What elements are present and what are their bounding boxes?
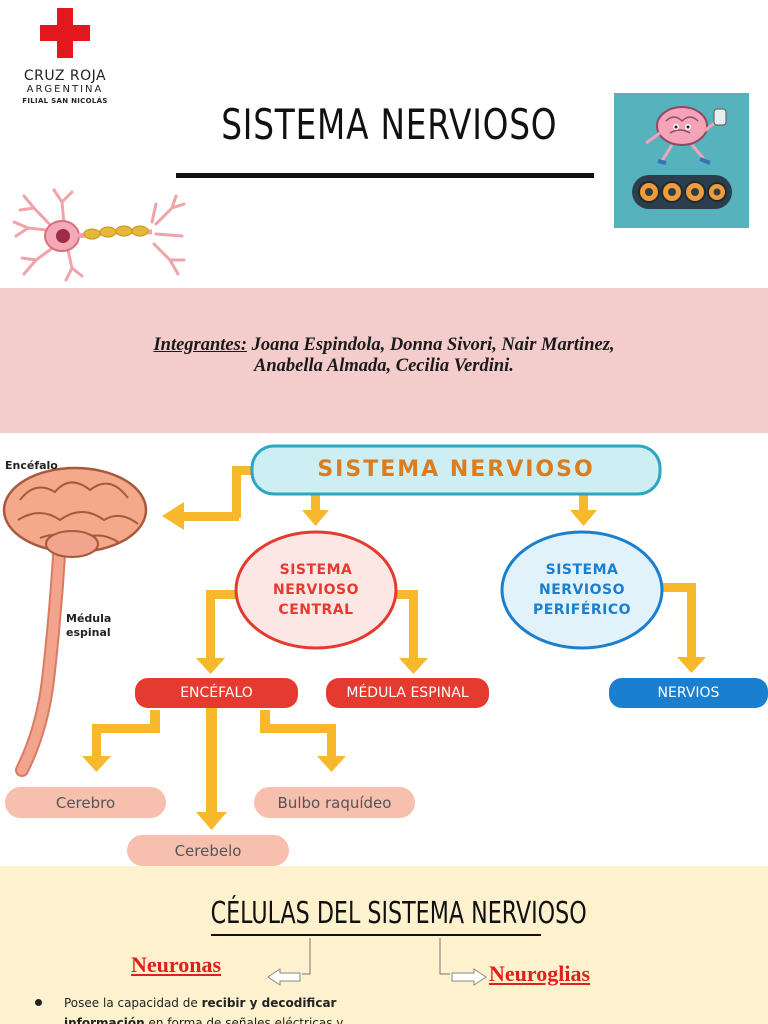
cells-title: CÉLULAS DEL SISTEMA NERVIOSO: [210, 896, 587, 931]
bullet-dot: [35, 999, 42, 1006]
bullet-text-2: en forma de señales eléctricas y: [144, 1016, 344, 1024]
central-line-2: NERVIOSO: [273, 582, 359, 598]
cells-connectors: [267, 938, 487, 986]
red-cross-icon: [40, 8, 90, 58]
members-label: Integrantes:: [153, 335, 247, 355]
nervios-pill: NERVIOS: [609, 678, 768, 708]
neuron-illustration: [12, 188, 186, 282]
members-text: Integrantes: Joana Espindola, Donna Sivo…: [30, 335, 738, 377]
peripheral-nervous-system-label: SISTEMA NERVIOSO PERIFÉRICO: [502, 560, 662, 620]
logo-line-2: ARGENTINA: [26, 84, 104, 95]
neuroglias-heading: Neuroglias: [489, 961, 591, 986]
cerebro-pill: Cerebro: [5, 787, 166, 818]
bullet-bold-1: recibir y decodificar: [201, 996, 337, 1010]
cerebelo-pill: Cerebelo: [127, 835, 289, 866]
logo: CRUZ ROJA ARGENTINA FILIAL SAN NICOLÁS: [0, 0, 130, 110]
cells-title-underline: [211, 934, 541, 936]
bullet-bold-2: información: [64, 1016, 145, 1024]
central-line-3: CENTRAL: [278, 602, 354, 618]
peripheral-line-1: SISTEMA: [545, 562, 619, 578]
medula-pill: MÉDULA ESPINAL: [326, 678, 489, 708]
anatomy-medula-label: Médula espinal: [66, 612, 111, 640]
logo-line-1: CRUZ ROJA: [23, 68, 107, 84]
running-brain-illustration: [614, 93, 749, 228]
cells-section: CÉLULAS DEL SISTEMA NERVIOSO Neuronas Ne…: [0, 866, 768, 1024]
logo-line-3: FILIAL SAN NICOLÁS: [22, 97, 108, 105]
neuron-bullet-text: Posee la capacidad de recibir y decodifi…: [64, 993, 394, 1024]
diagram-connectors: [2, 444, 706, 830]
encefalo-pill: ENCÉFALO: [135, 678, 298, 708]
nervous-system-diagram: SISTEMA NERVIOSO SISTEMA NERVIOSO CENTRA…: [0, 440, 768, 868]
bullet-text-1: Posee la capacidad de: [64, 996, 202, 1010]
bulbo-pill: Bulbo raquídeo: [254, 787, 415, 818]
page-title: SISTEMA NERVIOSO: [221, 100, 558, 149]
anatomy-medula-line-1: Médula: [66, 612, 112, 625]
members-names-line-2: Anabella Almada, Cecilia Verdini.: [254, 356, 514, 376]
peripheral-line-2: NERVIOSO: [539, 582, 625, 598]
diagram-root-label: SISTEMA NERVIOSO: [317, 457, 595, 482]
central-nervous-system-label: SISTEMA NERVIOSO CENTRAL: [236, 560, 396, 620]
members-names-line-1: Joana Espindola, Donna Sivori, Nair Mart…: [247, 335, 615, 355]
neuronas-heading: Neuronas: [131, 952, 222, 977]
members-section: Integrantes: Joana Espindola, Donna Sivo…: [0, 288, 768, 433]
anatomy-medula-line-2: espinal: [66, 626, 111, 639]
anatomy-encefalo-label: Encéfalo: [5, 459, 58, 472]
title-underline: [176, 173, 594, 178]
peripheral-line-3: PERIFÉRICO: [532, 602, 632, 618]
central-line-1: SISTEMA: [279, 562, 353, 578]
